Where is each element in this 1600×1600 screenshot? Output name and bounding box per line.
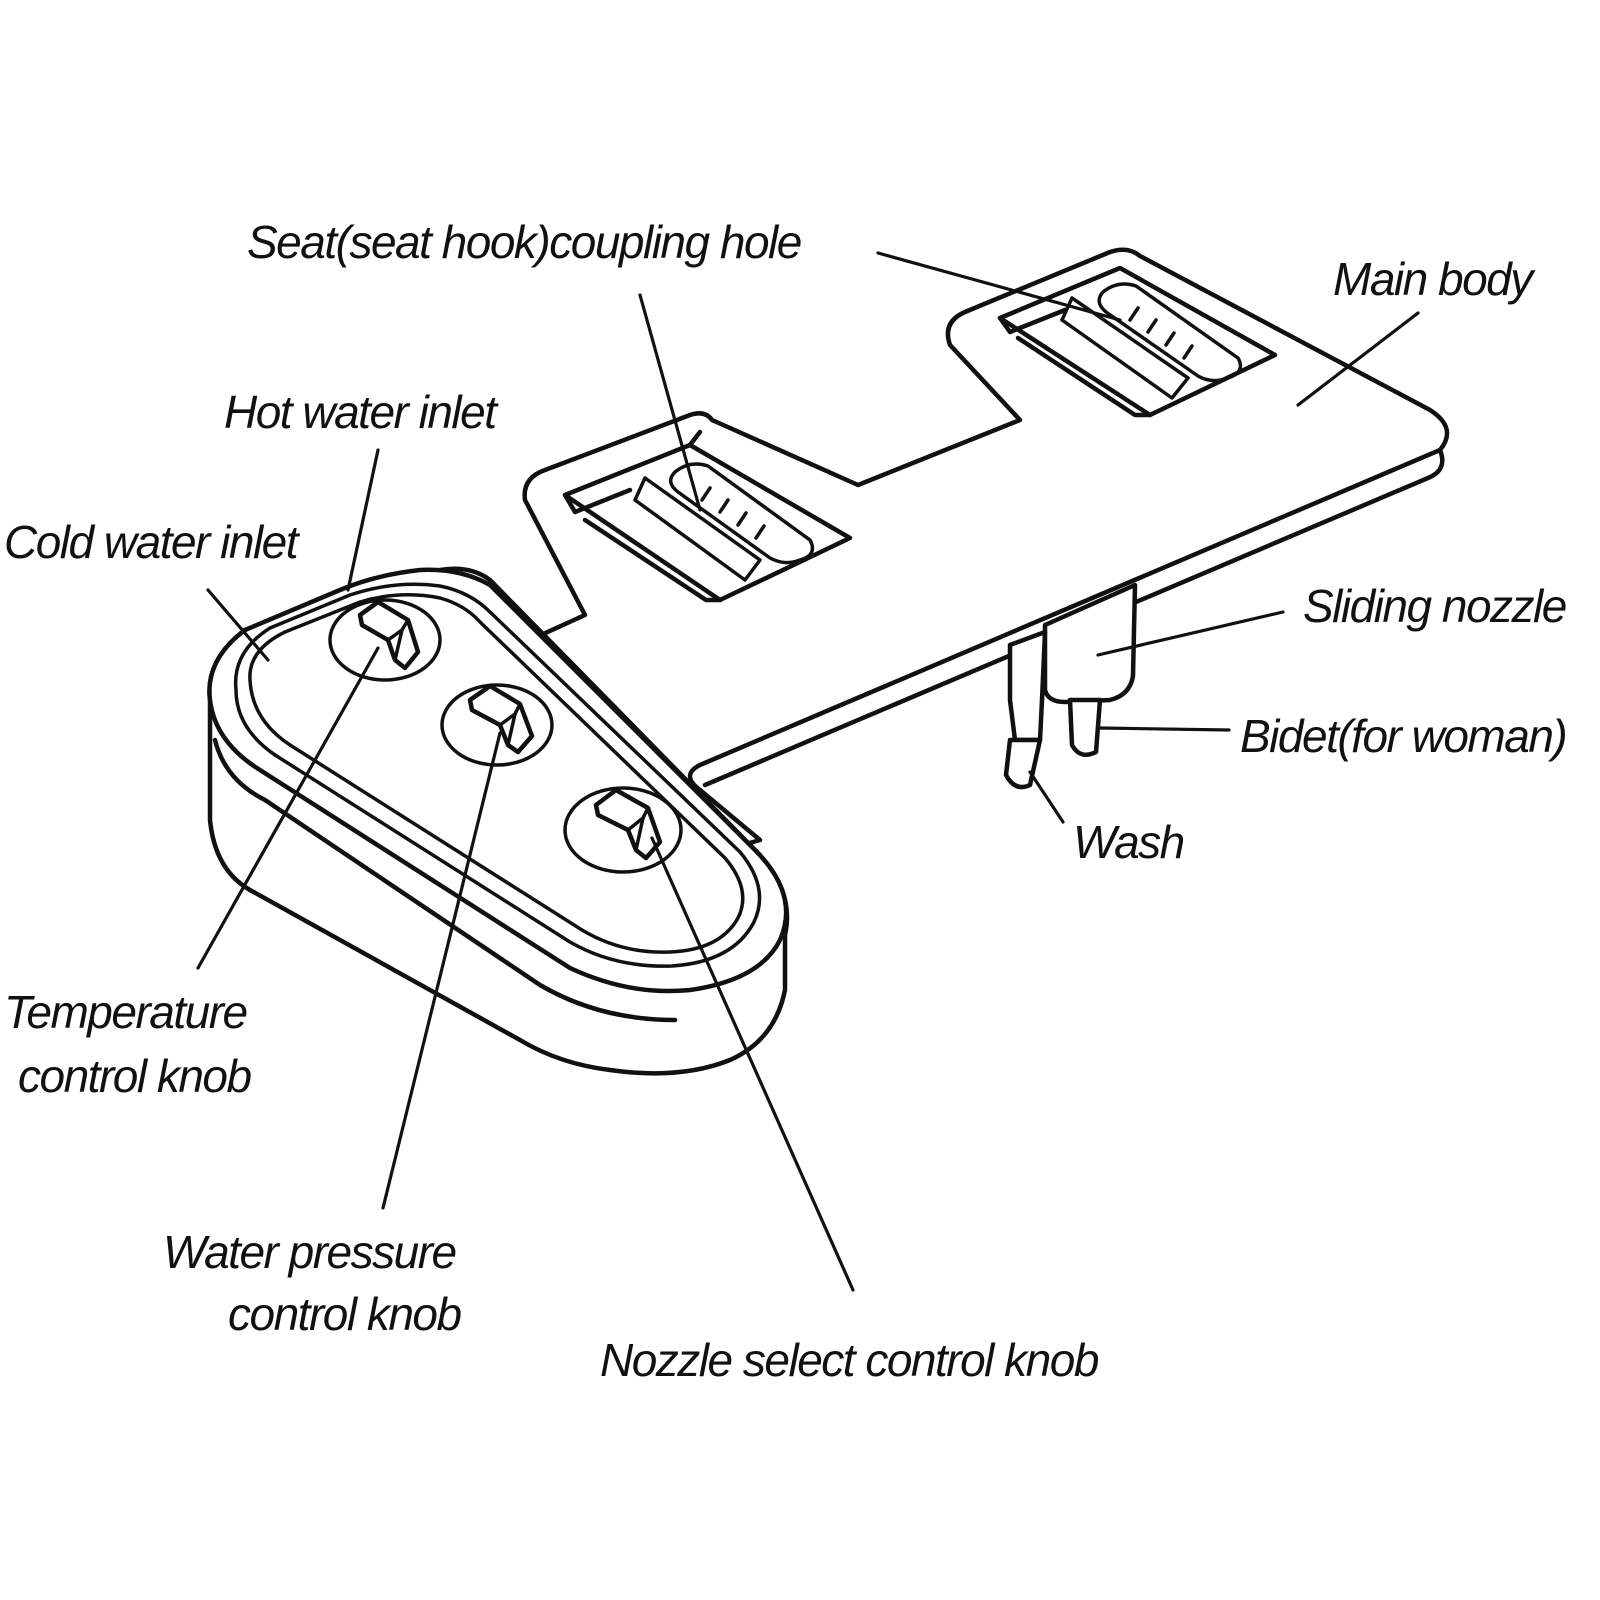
control-panel-shape xyxy=(207,566,790,1076)
leader-sliding-nozzle xyxy=(1096,610,1285,657)
label-pressure-knob-line2: control knob xyxy=(228,1288,462,1340)
leader-hot-water xyxy=(346,448,380,592)
label-sliding-nozzle: Sliding nozzle xyxy=(1303,580,1566,632)
label-wash: Wash xyxy=(1073,816,1184,868)
sliding-nozzle-shape xyxy=(1003,582,1138,790)
leader-nozzle-select-knob xyxy=(650,836,855,1292)
leader-bidet xyxy=(1098,726,1231,732)
leader-wash xyxy=(1028,770,1065,824)
leader-main-body xyxy=(1296,311,1420,407)
label-nozzle-select-knob: Nozzle select control knob xyxy=(600,1334,1099,1386)
label-bidet: Bidet(for woman) xyxy=(1240,710,1566,762)
label-cold-water-inlet: Cold water inlet xyxy=(4,516,301,568)
label-pressure-knob-line1: Water pressure xyxy=(163,1226,456,1278)
label-temperature-knob-line2: control knob xyxy=(18,1050,252,1102)
leader-cold-water xyxy=(206,588,270,662)
left-coupling-bracket xyxy=(562,429,853,603)
leader-pressure-knob xyxy=(381,731,502,1210)
temperature-knob[interactable] xyxy=(328,598,442,682)
label-hot-water-inlet: Hot water inlet xyxy=(224,386,499,438)
leader-seat-hole-left xyxy=(638,293,702,512)
leader-temperature-knob xyxy=(196,646,380,970)
right-coupling-bracket xyxy=(997,265,1278,418)
nozzle-select-knob[interactable] xyxy=(563,786,683,874)
water-pressure-knob[interactable] xyxy=(440,683,554,767)
label-main-body: Main body xyxy=(1333,253,1536,305)
leader-lines xyxy=(196,251,1420,1292)
labels: Seat(seat hook)coupling hole Main body H… xyxy=(4,216,1568,1386)
main-body-shape xyxy=(522,247,1450,863)
label-temperature-knob-line1: Temperature xyxy=(4,986,247,1038)
leader-seat-hole-right xyxy=(876,251,1122,322)
label-seat-coupling-hole: Seat(seat hook)coupling hole xyxy=(247,216,801,268)
